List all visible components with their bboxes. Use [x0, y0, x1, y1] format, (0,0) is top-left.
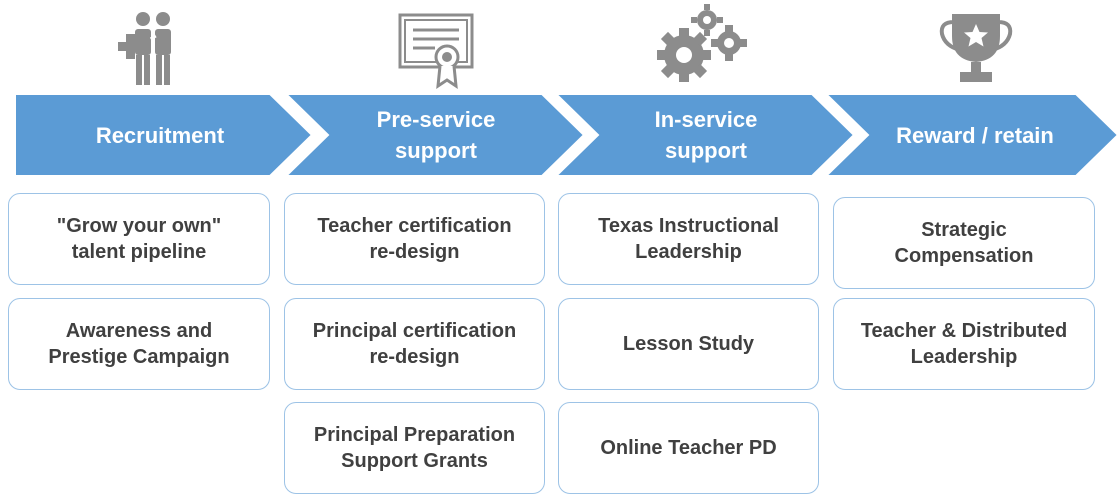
people-icon [118, 12, 171, 85]
stage-label-pre-service: Pre-service support [376, 107, 496, 163]
card-principal-certification: Principal certification re-design [284, 298, 545, 390]
card-distributed-leadership: Teacher & Distributed Leadership [833, 298, 1095, 390]
gears-icon [657, 4, 747, 82]
stage-label-recruitment: Recruitment [95, 122, 225, 148]
card-strategic-compensation: Strategic Compensation [833, 197, 1095, 289]
trophy-icon [939, 14, 1013, 82]
card-texas-instructional: Texas Instructional Leadership [558, 193, 819, 285]
certificate-icon [398, 13, 474, 90]
card-online-teacher-pd: Online Teacher PD [558, 402, 819, 494]
chevron-recruitment [14, 93, 314, 177]
chevron-pre-service [283, 93, 586, 177]
card-lesson-study: Lesson Study [558, 298, 819, 390]
process-arrows [14, 93, 1119, 177]
chevron-in-service [553, 93, 856, 177]
stage-label-reward: Reward / retain [896, 122, 1054, 148]
card-teacher-certification: Teacher certification re-design [284, 193, 545, 285]
card-principal-preparation: Principal Preparation Support Grants [284, 402, 545, 494]
card-grow-your-own: "Grow your own" talent pipeline [8, 193, 270, 285]
stage-label-in-service: In-service support [654, 107, 758, 163]
chevron-reward [823, 93, 1119, 177]
card-awareness-campaign: Awareness and Prestige Campaign [8, 298, 270, 390]
